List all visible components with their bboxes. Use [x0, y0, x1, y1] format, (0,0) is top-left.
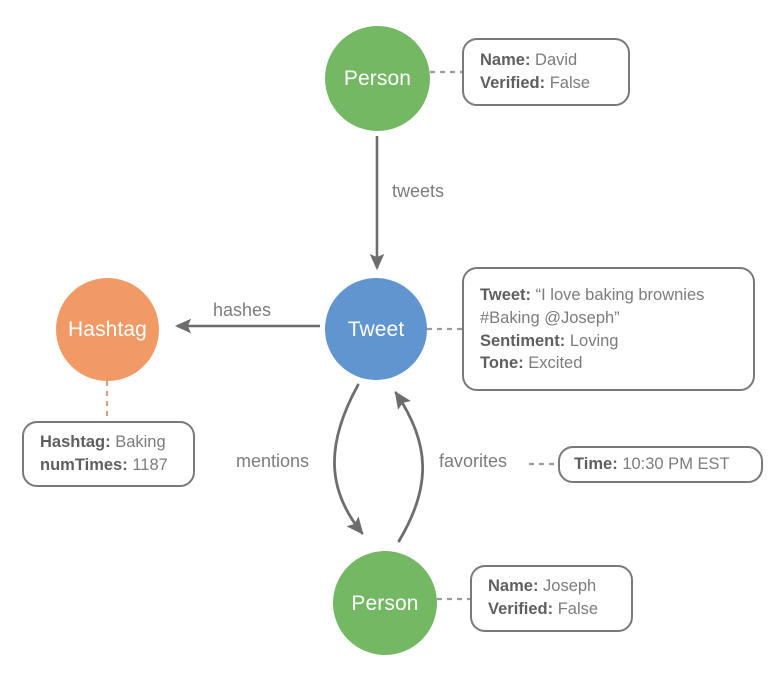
property-row: Tone: Excited	[480, 352, 739, 375]
property-value: Excited	[528, 354, 583, 373]
property-key: Verified:	[488, 600, 554, 618]
edge-label-hashes: hashes	[213, 300, 272, 320]
property-key: Tweet:	[480, 285, 532, 304]
property-key: numTimes:	[40, 455, 128, 474]
property-box-tweet: Tweet: “I love baking brownies #Baking @…	[462, 267, 755, 391]
property-key: Name:	[488, 577, 539, 596]
node-label: Hashtag	[68, 318, 147, 341]
property-box-time: Time: 10:30 PM EST	[558, 446, 763, 483]
property-row: Name: David	[480, 49, 614, 72]
edge-label-mentions: mentions	[236, 451, 310, 471]
property-row: Tweet: “I love baking brownies #Baking @…	[480, 284, 739, 330]
property-value: 10:30 PM EST	[622, 455, 730, 474]
node-hashtag[interactable]: Hashtag	[56, 278, 159, 381]
property-key: Name:	[480, 50, 531, 69]
property-row: numTimes: 1187	[40, 454, 179, 477]
edge-mentions	[333, 383, 364, 535]
property-value: “I love baking brownies #Baking @Joseph”	[480, 285, 705, 327]
property-value: 1187	[132, 455, 168, 474]
property-value: Loving	[569, 331, 619, 350]
property-value: David	[535, 50, 578, 69]
property-box-person-joseph: Name: Joseph Verified: False	[470, 565, 633, 632]
node-person-david[interactable]: Person	[325, 26, 430, 131]
property-box-hashtag: Hashtag: Baking numTimes: 1187	[22, 421, 195, 487]
property-box-person-david: Name: David Verified: False	[462, 38, 630, 106]
property-row: Sentiment: Loving	[480, 330, 739, 353]
edge-label-favorites: favorites	[439, 451, 508, 471]
property-row: Verified: False	[480, 72, 614, 95]
property-key: Verified:	[480, 73, 546, 92]
property-row: Name: Joseph	[488, 575, 617, 598]
node-label: Person	[343, 67, 412, 90]
property-row: Hashtag: Baking	[40, 431, 179, 454]
node-tweet[interactable]: Tweet	[325, 278, 427, 380]
property-row: Time: 10:30 PM EST	[574, 453, 747, 476]
edge-favorites-path	[394, 391, 425, 543]
property-key: Sentiment:	[480, 331, 566, 350]
edge-favorites	[394, 391, 425, 543]
property-row: Verified: False	[488, 598, 617, 621]
edge-label-tweets: tweets	[392, 181, 445, 201]
property-key: Hashtag:	[40, 432, 111, 451]
property-value: False	[557, 600, 599, 618]
property-value: False	[549, 73, 591, 92]
edge-mentions-path	[333, 383, 364, 535]
property-value: Baking	[115, 432, 166, 451]
property-key: Time:	[574, 455, 618, 474]
node-label: Person	[351, 591, 419, 615]
node-person-joseph[interactable]: Person	[333, 551, 437, 655]
property-key: Tone:	[480, 354, 524, 373]
node-label: Tweet	[347, 317, 405, 341]
property-value: Joseph	[543, 577, 597, 596]
